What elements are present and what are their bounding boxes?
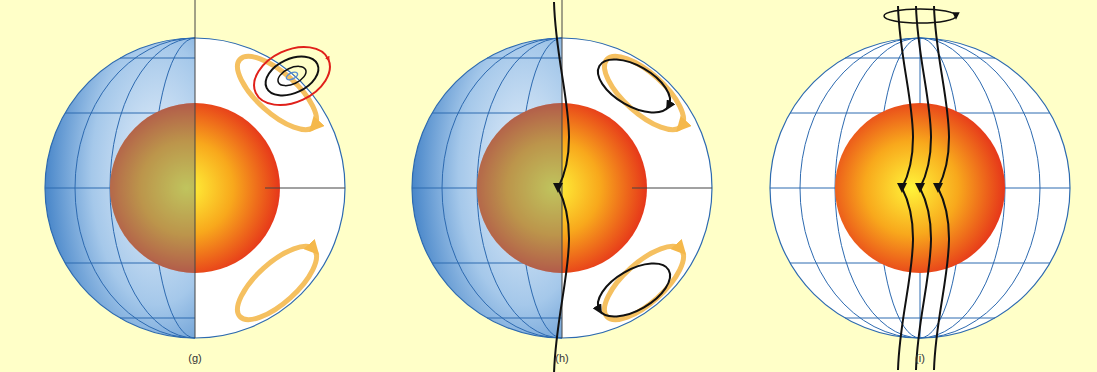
field-spiral [245,36,339,117]
panel-label: (g) [188,352,201,364]
sphere-i [770,6,1070,370]
panel-label: (h) [555,352,568,364]
panel-label: (i) [915,352,925,364]
sphere-g [45,0,345,338]
sphere-h [412,0,712,372]
